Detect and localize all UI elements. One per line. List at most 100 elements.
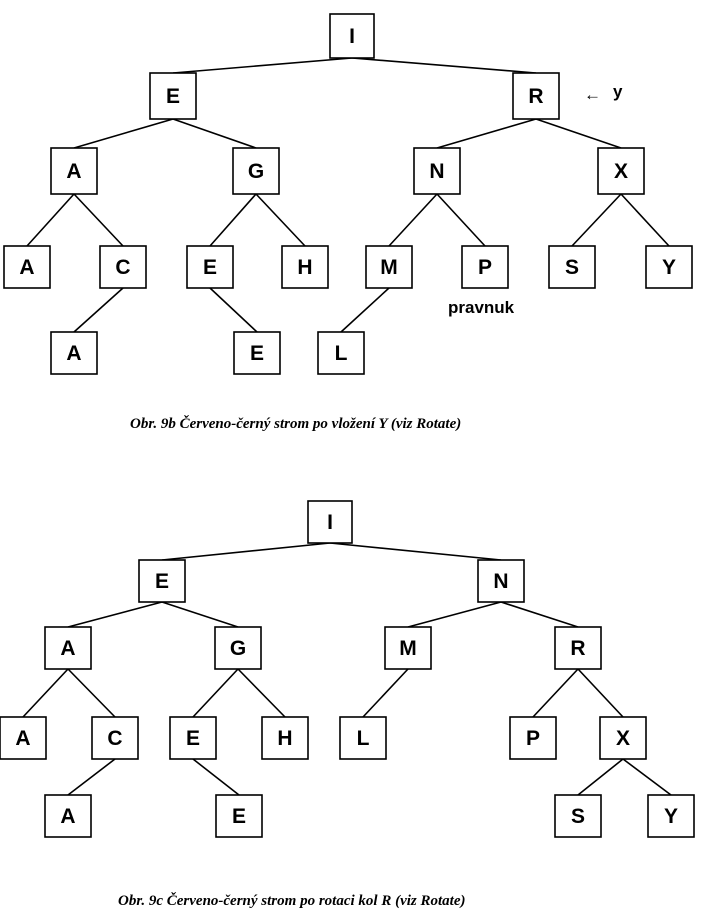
edge-a-c xyxy=(67,668,116,718)
tree-node-s: S xyxy=(548,245,596,289)
node-label: A xyxy=(60,637,75,660)
node-box xyxy=(50,331,98,375)
node-label: R xyxy=(570,637,585,660)
node-box xyxy=(339,716,387,760)
node-box xyxy=(477,559,525,603)
tree-node-a: A xyxy=(3,245,51,289)
node-label: A xyxy=(15,727,30,750)
edge-a-a xyxy=(22,668,69,718)
tree-node-g: G xyxy=(232,147,280,195)
node-box xyxy=(214,626,262,670)
node-box xyxy=(44,794,92,838)
node-label: G xyxy=(248,160,264,183)
edge-r-x xyxy=(577,668,624,718)
node-box xyxy=(149,72,197,120)
node-label: G xyxy=(230,637,246,660)
node-box xyxy=(232,147,280,195)
tree-node-y: Y xyxy=(645,245,693,289)
edge-x-y xyxy=(620,193,670,247)
edge-x-s xyxy=(571,193,622,247)
node-label: E xyxy=(232,805,246,828)
node-box xyxy=(261,716,309,760)
node-label: P xyxy=(478,256,492,279)
node-label: Y xyxy=(662,256,676,279)
edge-r-x xyxy=(535,118,622,149)
node-box xyxy=(597,147,645,195)
node-label: C xyxy=(107,727,122,750)
tree-node-e: E xyxy=(169,716,217,760)
tree-node-p: P xyxy=(461,245,509,289)
edge-g-e xyxy=(209,193,257,247)
tree-node-e: E xyxy=(149,72,197,120)
node-label: P xyxy=(526,727,540,750)
tree-node-l: L xyxy=(317,331,365,375)
node-label: M xyxy=(399,637,417,660)
pointer-label: y xyxy=(613,82,623,101)
node-label: S xyxy=(565,256,579,279)
edge-x-s xyxy=(577,758,624,796)
edge-e-g xyxy=(172,118,257,149)
node-label: E xyxy=(166,85,180,108)
node-label: H xyxy=(297,256,312,279)
node-label: A xyxy=(66,160,81,183)
tree-node-c: C xyxy=(91,716,139,760)
node-label: A xyxy=(60,805,75,828)
node-box xyxy=(307,500,353,544)
edge-c-a xyxy=(73,287,124,333)
edge-a-c xyxy=(73,193,124,247)
edge-e-a xyxy=(73,118,174,149)
figure-caption-9c: Obr. 9c Červeno-černý strom po rotaci ko… xyxy=(118,892,465,909)
pointer-annotation: ← y xyxy=(584,82,623,104)
tree-node-x: X xyxy=(599,716,647,760)
node-box xyxy=(138,559,186,603)
node-box xyxy=(645,245,693,289)
node-box xyxy=(413,147,461,195)
tree-node-h: H xyxy=(281,245,329,289)
tree-node-r: R xyxy=(554,626,602,670)
tree-node-l: L xyxy=(339,716,387,760)
tree-node-a: A xyxy=(0,716,47,760)
node-label: E xyxy=(186,727,200,750)
node-label: C xyxy=(115,256,130,279)
node-box xyxy=(44,626,92,670)
node-label: X xyxy=(616,727,630,750)
edge-x-y xyxy=(622,758,672,796)
tree-node-s: S xyxy=(554,794,602,838)
tree-node-p: P xyxy=(509,716,557,760)
node-label: A xyxy=(66,342,81,365)
node-label: I xyxy=(349,25,355,48)
tree-node-i: I xyxy=(307,500,353,544)
node-box xyxy=(509,716,557,760)
tree-node-r: R xyxy=(512,72,560,120)
fig9c-edges xyxy=(22,542,672,796)
edge-n-m xyxy=(388,193,438,247)
tree-node-i: I xyxy=(329,13,375,59)
tree-node-a: A xyxy=(50,331,98,375)
node-box xyxy=(461,245,509,289)
tree-node-n: N xyxy=(413,147,461,195)
node-label: N xyxy=(429,160,444,183)
node-label: N xyxy=(493,570,508,593)
node-label: I xyxy=(327,511,333,534)
node-box xyxy=(0,716,47,760)
tree-node-a: A xyxy=(44,626,92,670)
node-label: M xyxy=(380,256,398,279)
node-label: L xyxy=(357,727,370,750)
tree-node-e: E xyxy=(186,245,234,289)
node-box xyxy=(215,794,263,838)
tree-node-m: M xyxy=(365,245,413,289)
node-label: E xyxy=(203,256,217,279)
tree-node-e: E xyxy=(215,794,263,838)
node-box xyxy=(554,794,602,838)
fig9b-edges xyxy=(26,57,670,333)
tree-node-a: A xyxy=(44,794,92,838)
node-box xyxy=(233,331,281,375)
node-note-pravnuk: pravnuk xyxy=(448,298,515,317)
edge-m-l xyxy=(340,287,390,333)
pointer-arrow-icon: ← xyxy=(584,85,601,104)
node-box xyxy=(365,245,413,289)
tree-node-y: Y xyxy=(647,794,695,838)
edge-e-a xyxy=(67,601,163,628)
edge-e-e xyxy=(192,758,240,796)
